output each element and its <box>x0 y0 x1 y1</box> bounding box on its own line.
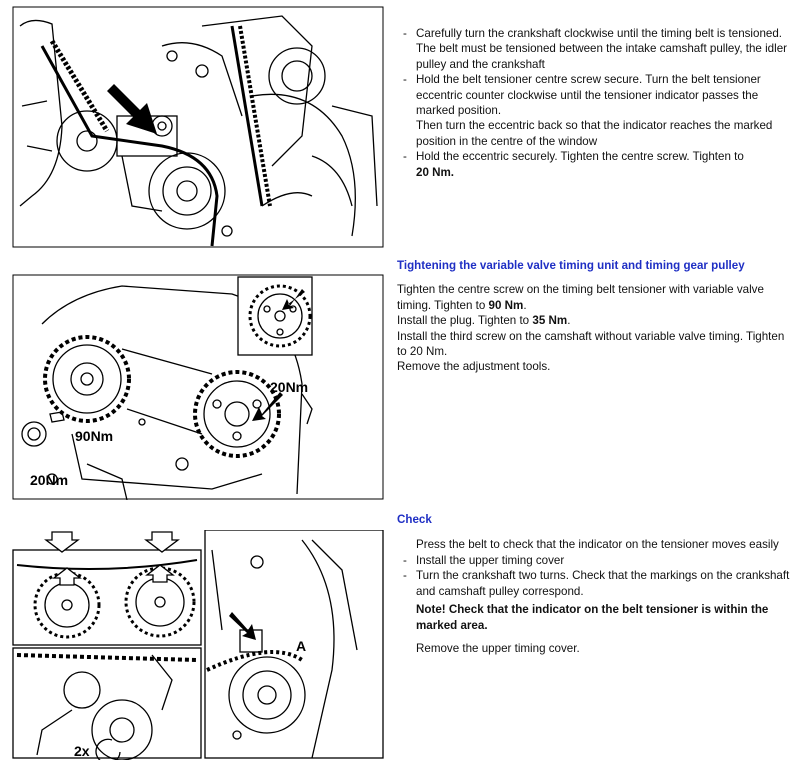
torque-label-20nm-left: 20Nm <box>30 472 68 488</box>
section-heading-check: Check <box>397 513 432 526</box>
instructions-tensioning: Carefully turn the crankshaft clockwise … <box>397 26 793 180</box>
section-heading-tightening: Tightening the variable valve timing uni… <box>397 259 745 272</box>
instructions-tightening: Tightening the variable valve timing uni… <box>397 258 793 375</box>
torque-value-20nm: 20 Nm. <box>416 165 455 179</box>
marker-label-a: A <box>296 638 306 654</box>
step-remove-tools: Remove the adjustment tools. <box>397 360 551 374</box>
torque-value-35nm: 35 Nm <box>532 314 568 328</box>
figure-variable-valve-timing: 20Nm 90Nm 20Nm <box>12 274 384 500</box>
step-turn-crankshaft-two-turns: Turn the crankshaft two turns. Check tha… <box>397 568 793 599</box>
step-install-plug: Install the plug. Tighten to 35 Nm. <box>397 314 571 328</box>
step-continuation: Then turn the eccentric back so that the… <box>416 119 773 148</box>
illustration-timing-belt-tensioner <box>12 6 384 248</box>
illustration-camshaft-pulleys: 20Nm 90Nm 20Nm <box>12 274 384 500</box>
step-remove-cover: Remove the upper timing cover. <box>416 642 580 656</box>
figure-check-indicator: A 2x <box>12 530 384 760</box>
up-arrow-left-icon <box>52 567 82 586</box>
step-install-third-screw: Install the third screw on the camshaft … <box>397 329 785 359</box>
inset-pointer-arrow-icon <box>282 289 305 310</box>
step-press-belt: Press the belt to check that the indicat… <box>416 538 779 552</box>
step-tighten-centre-screw-text: Tighten the centre screw on the timing b… <box>397 283 764 312</box>
press-arrow-right-icon <box>144 531 180 553</box>
step-install-cover: Install the upper timing cover <box>397 553 793 569</box>
torque-value-90nm: 90 Nm <box>488 298 524 312</box>
indicator-arrow-icon <box>229 612 256 640</box>
note-indicator-within-area: Note! Check that the indicator on the be… <box>416 603 769 633</box>
step-hold-eccentric-text: Hold the eccentric securely. Tighten the… <box>416 150 744 164</box>
step-hold-eccentric: Hold the eccentric securely. Tighten the… <box>397 149 793 180</box>
torque-label-90nm: 90Nm <box>75 428 113 444</box>
press-arrow-left-icon <box>44 531 80 553</box>
step-install-plug-text: Install the plug. Tighten to <box>397 314 530 328</box>
step-hold-tensioner: Hold the belt tensioner centre screw sec… <box>397 72 793 118</box>
up-arrow-right-icon <box>145 564 175 583</box>
step-turn-crankshaft: Carefully turn the crankshaft clockwise … <box>397 26 793 72</box>
bolt-pointer-arrow-icon <box>252 392 283 421</box>
rotation-label-2x: 2x <box>74 743 90 759</box>
torque-label-20nm-right: 20Nm <box>270 379 308 395</box>
step-tighten-centre-screw: Tighten the centre screw on the timing b… <box>397 283 764 312</box>
pointer-arrow-icon <box>107 84 157 134</box>
figure-crankshaft-tensioning <box>12 6 384 248</box>
illustration-check-markings: A 2x <box>12 530 384 760</box>
instructions-check: Check Press the belt to check that the i… <box>397 512 793 656</box>
press-arrows <box>44 531 180 586</box>
